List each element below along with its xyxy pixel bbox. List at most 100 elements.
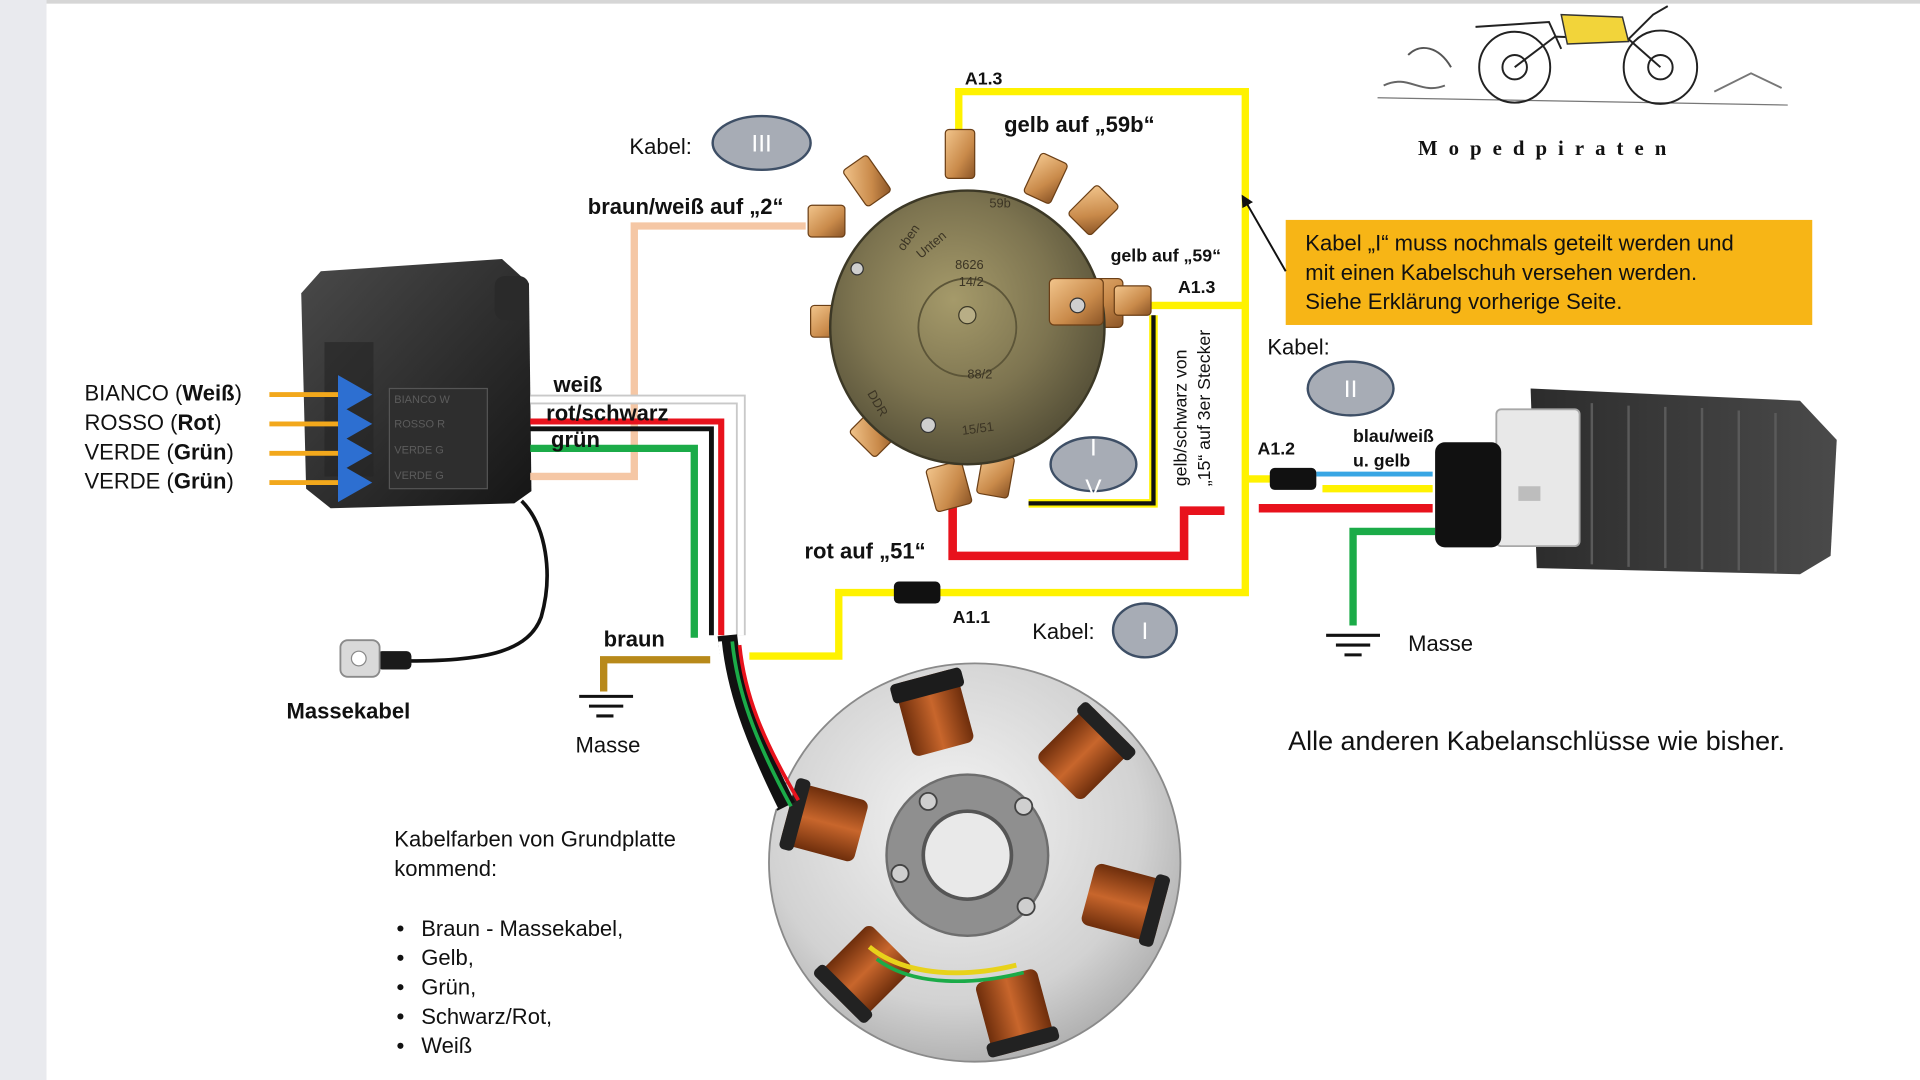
switch-marking: 14/2 [959, 274, 984, 289]
wire-label-rot-schwarz: rot/schwarz [546, 400, 668, 425]
note-box: Kabel „I“ muss nochmals geteilt werden u… [1285, 219, 1813, 325]
wire-red [948, 500, 1433, 561]
motorcycle-sketch-icon [1377, 5, 1788, 106]
wire-white [530, 394, 746, 636]
cdi-input-labels: BIANCO (Weiß) ROSSO (Rot) VERDE (Grün) V… [84, 381, 241, 494]
page-top-border [46, 0, 1920, 4]
ground-label-left: Masse [576, 733, 641, 758]
list-item: Schwarz/Rot, [421, 1004, 552, 1029]
cable-ii-badge: II [1306, 360, 1395, 417]
list-item: Gelb, [421, 945, 474, 970]
stator-screw [918, 791, 938, 811]
stator-wire-bundle [717, 634, 800, 811]
cdi-label-panel [388, 387, 488, 490]
stator-screw [890, 864, 910, 883]
wire-brown [600, 656, 711, 692]
logo-text: Mopedpiraten [1418, 137, 1677, 160]
switch-marking: 88/2 [967, 367, 992, 382]
wire-label-u-gelb: u. gelb [1353, 451, 1410, 471]
wire-yellow-black [1028, 315, 1158, 508]
wire-red-black [530, 418, 725, 636]
connector-a11 [893, 581, 941, 604]
connector-a12-label: A1.2 [1258, 438, 1296, 458]
wire-green-right [1349, 527, 1436, 626]
voltage-regulator [1435, 388, 1837, 575]
note-line: Kabel „I“ muss nochmals geteilt werden u… [1305, 230, 1733, 255]
cdi-input-label: VERDE (Grün) [84, 469, 233, 494]
cable-i-badge-text: I [1141, 618, 1148, 645]
wire-label-gelb-schwarz-2: „15“ auf 3er Stecker [1194, 330, 1214, 487]
cable-iii-label: Kabel: [629, 134, 691, 159]
stator-color-list: Kabelfarben von Grundplatte kommend: Bra… [394, 827, 676, 1058]
note-line: mit einen Kabelschuh versehen werden. [1305, 260, 1697, 285]
regulator-plug-housing [1495, 408, 1581, 548]
ground-symbol-right-icon [1326, 633, 1380, 657]
ignition-switch: 59b oben Unten 8626 14/2 88/2 15/51 DDR [807, 128, 1152, 513]
list-bullet [397, 925, 404, 932]
switch-center-rivet [958, 306, 977, 325]
cdi-input-arrows [269, 375, 373, 503]
stator-list-title: kommend: [394, 856, 497, 881]
cable-i-label: Kabel: [1032, 619, 1094, 644]
cdi-ground-label: Massekabel [287, 698, 411, 723]
wire-yellow [749, 87, 1433, 660]
note-line: Siehe Erklärung vorherige Seite. [1305, 289, 1622, 314]
cable-ii-badge-text: II [1344, 376, 1358, 403]
switch-marking: 59b [989, 196, 1010, 211]
ground-label-right: Masse [1408, 631, 1473, 656]
connector-a11-label: A1.1 [953, 607, 991, 627]
wire-label-gelb-59: gelb auf „59“ [1111, 245, 1221, 265]
cdi-input-label: BIANCO (Weiß) [84, 381, 241, 406]
cdi-input-label: ROSSO (Rot) [84, 410, 221, 435]
cable-iii-badge-text: III [751, 131, 771, 158]
cdi-marking: VERDE G [394, 470, 444, 482]
connector-a13-side-label: A1.3 [1178, 277, 1216, 297]
wire-label-braun-weiss: braun/weiß auf „2“ [588, 194, 784, 219]
list-bullet [397, 984, 404, 991]
stator-plate [768, 662, 1182, 1063]
cable-iv-badge-text: I [1090, 435, 1097, 462]
stator-screw [1016, 897, 1036, 916]
regulator-connector [1435, 442, 1502, 548]
wire-label-weiss: weiß [552, 372, 602, 397]
cdi-ground-sleeve [377, 651, 412, 670]
switch-marking: 15/51 [961, 419, 995, 438]
note-pointer-arrow [1241, 194, 1287, 272]
list-item: Weiß [421, 1033, 472, 1058]
wire-peach [530, 222, 806, 481]
wire-label-blau-weiss: blau/weiß [1353, 426, 1434, 446]
cdi-ground-cable [339, 499, 549, 678]
footer-note: Alle anderen Kabelanschlüsse wie bisher. [1288, 726, 1785, 756]
list-bullet [397, 954, 404, 961]
connector-a12 [1269, 467, 1317, 490]
page-gutter [0, 0, 47, 1080]
cable-ii-label: Kabel: [1267, 334, 1329, 359]
cdi-unit: BIANCO W ROSSO R VERDE G VERDE G [301, 259, 532, 509]
list-bullet [397, 1042, 404, 1049]
switch-marking: 8626 [955, 257, 984, 272]
ground-symbol-left-icon [579, 694, 634, 718]
stator-screw [1014, 796, 1034, 816]
cdi-marking: BIANCO W [394, 394, 450, 406]
list-bullet [397, 1013, 404, 1020]
wire-green [530, 444, 698, 638]
cdi-input-label: VERDE (Grün) [84, 439, 233, 464]
cable-i-badge: I [1111, 602, 1178, 659]
cdi-marking: ROSSO R [394, 419, 445, 431]
wire-label-braun: braun [604, 626, 665, 651]
list-item: Grün, [421, 975, 476, 1000]
cable-iv-badge: I V [1049, 435, 1138, 502]
cable-iii-badge: III [711, 114, 812, 172]
stator-list-title: Kabelfarben von Grundplatte [394, 827, 676, 852]
cdi-marking: VERDE G [394, 444, 444, 456]
stator-coils [779, 667, 1170, 1058]
motorcycle-tank-icon [1560, 13, 1630, 45]
cdi-cylinder [494, 276, 529, 321]
wire-label-gelb-59b: gelb auf „59b“ [1004, 112, 1155, 137]
cable-iv-badge-text: V [1085, 475, 1102, 502]
logo: Mopedpiraten [1377, 5, 1788, 160]
wire-label-rot-51: rot auf „51“ [804, 538, 925, 563]
wire-label-gruen: grün [551, 427, 600, 452]
connector-a13-top-label: A1.3 [965, 68, 1003, 88]
